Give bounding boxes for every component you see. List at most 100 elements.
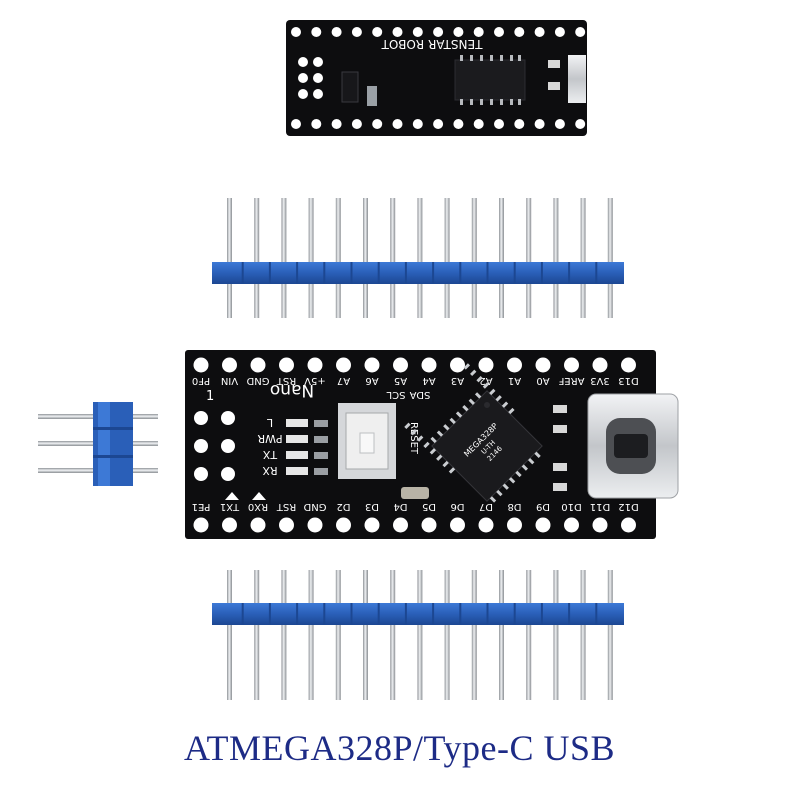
pin-hole xyxy=(534,27,545,37)
back-bottom-pin-holes xyxy=(291,119,586,129)
pin-label-bottom: D4 xyxy=(393,501,407,512)
front-icsp-holes xyxy=(194,411,235,481)
header-pin xyxy=(254,570,260,700)
led-labels: L PWR TX RX xyxy=(257,416,283,477)
pin-hole xyxy=(307,357,323,373)
header-pin xyxy=(417,570,423,700)
header-pin xyxy=(526,570,532,700)
header-pin xyxy=(499,570,504,700)
front-top-pin-holes xyxy=(193,357,636,373)
header-pin xyxy=(607,198,613,318)
header-pin xyxy=(308,198,314,318)
header-pin xyxy=(471,570,477,700)
pin-label-top: PF0 xyxy=(192,375,210,386)
led-label: PWR xyxy=(257,432,283,445)
pin-hole xyxy=(453,119,464,129)
pin-label-top: D13 xyxy=(618,375,638,386)
header-pin xyxy=(335,198,341,318)
pin-hole xyxy=(592,517,608,533)
pin-hole xyxy=(564,357,579,373)
header-pin xyxy=(526,198,532,318)
pin-hole xyxy=(494,27,504,37)
pin-hole xyxy=(279,357,294,373)
pin-hole xyxy=(450,357,465,373)
pin-label-bottom: D7 xyxy=(479,501,493,512)
pin-hole xyxy=(250,357,266,373)
header-pin xyxy=(553,198,559,318)
pin-hole xyxy=(507,357,522,373)
board-name: Nano xyxy=(270,380,314,400)
pin-hole xyxy=(222,357,237,373)
pin-hole xyxy=(433,119,444,129)
pin-label-top: A0 xyxy=(536,375,549,386)
pin-hole xyxy=(364,357,380,373)
pin-hole xyxy=(421,517,437,533)
pin-label-top: GND xyxy=(246,375,269,386)
pin-hole xyxy=(433,27,444,37)
usb-serial-chip-icon xyxy=(454,59,526,101)
pin-hole xyxy=(592,357,608,373)
header-pin xyxy=(335,570,341,700)
back-usb-c-icon xyxy=(568,55,586,103)
pin-label-top: VIN xyxy=(221,375,238,386)
pin-hole xyxy=(311,27,322,37)
board-back: TENSTAR ROBOT xyxy=(286,20,587,136)
header-pin xyxy=(390,198,396,318)
regulator-icon xyxy=(341,71,359,103)
header-pin xyxy=(308,570,314,700)
back-top-pin-holes xyxy=(291,27,586,37)
arrow-marker-icon xyxy=(252,492,266,500)
pin-hole xyxy=(473,119,484,129)
pin-hole xyxy=(514,119,525,129)
header-pin xyxy=(444,570,450,700)
pin-hole xyxy=(621,517,636,533)
pin-hole xyxy=(372,119,383,129)
header-pin xyxy=(227,198,232,318)
pin-label-bottom: D5 xyxy=(422,501,436,512)
reset-button-icon xyxy=(338,403,396,479)
led-label: TX xyxy=(262,448,278,461)
header-pin xyxy=(227,570,232,700)
led-label: L xyxy=(266,416,273,429)
pin-label-bottom: GND xyxy=(303,501,326,512)
pin-hole xyxy=(564,517,579,533)
header-pin xyxy=(553,570,559,700)
pin-label-top: A1 xyxy=(508,375,521,386)
pin-hole xyxy=(535,357,551,373)
usb-c-connector-icon xyxy=(587,393,679,499)
pin-hole xyxy=(554,119,565,129)
header-pin xyxy=(254,198,260,318)
pin-hole xyxy=(450,517,465,533)
header-pin xyxy=(607,570,613,700)
pin-hole xyxy=(534,119,545,129)
pin-hole xyxy=(507,517,522,533)
pin-hole xyxy=(478,357,494,373)
pin-hole xyxy=(336,357,351,373)
pin-label-bottom: D2 xyxy=(336,501,350,512)
header-pin xyxy=(281,570,287,700)
pin-hole xyxy=(193,357,209,373)
pin-hole xyxy=(412,119,423,129)
pin-hole xyxy=(412,27,423,37)
pin-hole xyxy=(351,119,362,129)
pin-label-bottom: D12 xyxy=(618,501,638,512)
pin-hole xyxy=(494,119,504,129)
header-pin xyxy=(580,198,586,318)
pin-label-top: AREF xyxy=(558,375,584,386)
pin-hole xyxy=(421,357,437,373)
pin-hole xyxy=(364,517,380,533)
pin-label-bottom: RX0 xyxy=(248,501,268,512)
pin-hole xyxy=(331,27,342,37)
pin-hole xyxy=(473,27,484,37)
led-label: RX xyxy=(262,464,278,477)
pin-label-bottom: RST xyxy=(276,501,296,512)
header-pin xyxy=(363,198,368,318)
pin-hole xyxy=(393,357,408,373)
crystal-icon xyxy=(401,487,429,499)
arrow-marker-icon xyxy=(225,492,239,500)
sda-label: SDA xyxy=(409,389,430,400)
